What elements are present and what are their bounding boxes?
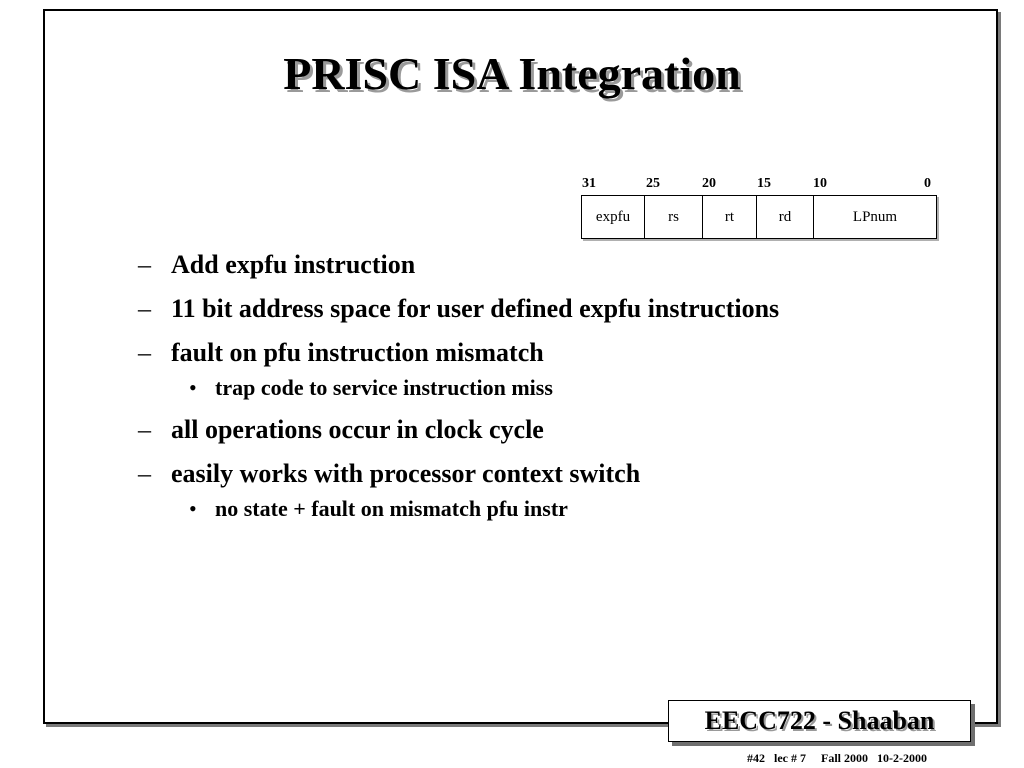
bullet-text: no state + fault on mismatch pfu instr bbox=[215, 496, 568, 521]
dash-marker: – bbox=[138, 250, 151, 279]
bullet-text: fault on pfu instruction mismatch bbox=[171, 338, 544, 367]
field-rt: rt bbox=[703, 196, 757, 238]
field-expfu: expfu bbox=[582, 196, 645, 238]
sub-bullet-item: • no state + fault on mismatch pfu instr bbox=[138, 496, 938, 522]
bullet-item: – fault on pfu instruction mismatch bbox=[138, 338, 938, 368]
bit-label-0: 0 bbox=[924, 176, 931, 191]
dash-marker: – bbox=[138, 459, 151, 488]
bit-label-10: 10 bbox=[813, 176, 827, 191]
instruction-field-row: expfu rs rt rd LPnum bbox=[581, 195, 937, 239]
course-label: EECC722 - Shaaban bbox=[704, 706, 935, 735]
bullet-item: – 11 bit address space for user defined … bbox=[138, 294, 938, 324]
slide-title: PRISC ISA Integration bbox=[283, 48, 741, 99]
bullet-text: Add expfu instruction bbox=[171, 250, 416, 279]
bullet-item: – Add expfu instruction bbox=[138, 250, 938, 280]
dash-marker: – bbox=[138, 338, 151, 367]
bit-label-31: 31 bbox=[582, 176, 596, 191]
field-rs: rs bbox=[645, 196, 703, 238]
bullet-text: trap code to service instruction miss bbox=[215, 375, 553, 400]
dash-marker: – bbox=[138, 415, 151, 444]
bullet-item: – easily works with processor context sw… bbox=[138, 459, 938, 489]
bullet-list: – Add expfu instruction – 11 bit address… bbox=[138, 236, 938, 522]
lecture-info: #42 lec # 7 Fall 2000 10-2-2000 bbox=[747, 751, 927, 765]
bit-label-25: 25 bbox=[646, 176, 660, 191]
bullet-dot-marker: • bbox=[189, 375, 197, 400]
instruction-format-diagram: 31 25 20 15 10 0 expfu rs rt rd LPnum bbox=[581, 176, 937, 240]
course-footer-box: EECC722 - Shaaban bbox=[668, 700, 971, 742]
bullet-text: easily works with processor context swit… bbox=[171, 459, 641, 488]
field-lpnum: LPnum bbox=[852, 208, 898, 225]
bit-label-20: 20 bbox=[702, 176, 716, 191]
field-rd: rd bbox=[757, 196, 814, 238]
bullet-item: – all operations occur in clock cycle bbox=[138, 415, 938, 445]
bullet-dot-marker: • bbox=[189, 496, 197, 521]
bullet-text: all operations occur in clock cycle bbox=[171, 415, 544, 444]
slide-frame bbox=[43, 9, 998, 724]
bit-label-15: 15 bbox=[757, 176, 771, 191]
dash-marker: – bbox=[138, 294, 151, 323]
bullet-text: 11 bit address space for user defined ex… bbox=[171, 294, 780, 323]
sub-bullet-item: • trap code to service instruction miss bbox=[138, 375, 938, 401]
